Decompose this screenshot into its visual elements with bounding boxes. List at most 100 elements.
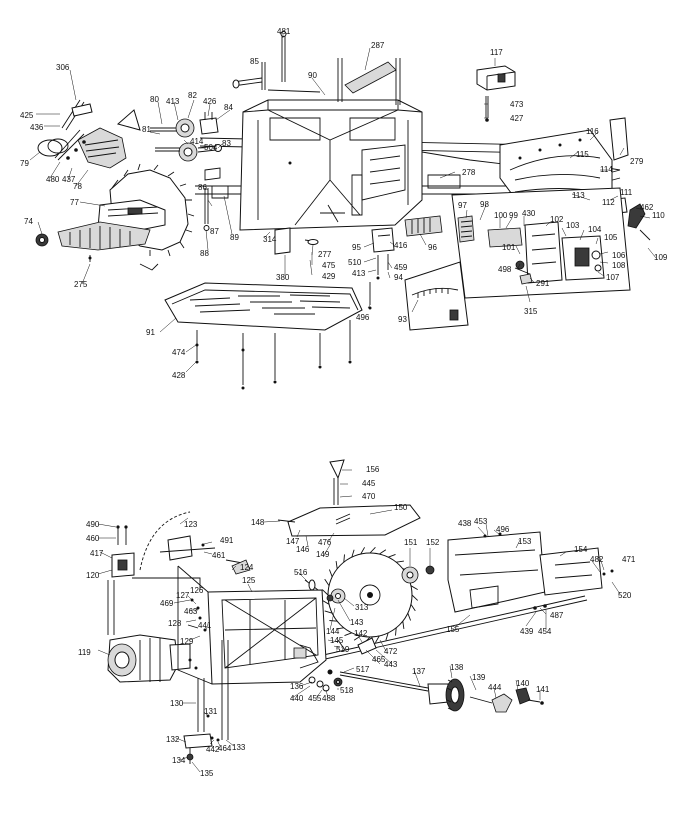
label-125: 125 [242, 576, 256, 585]
label-490: 490 [86, 520, 100, 529]
upper-assembly [29, 31, 657, 390]
label-440: 440 [290, 694, 304, 703]
label-277: 277 [318, 250, 332, 259]
label-291: 291 [536, 279, 550, 288]
label-138: 138 [450, 663, 464, 672]
label-453: 453 [474, 517, 488, 526]
label-454: 454 [538, 627, 552, 636]
label-136: 136 [290, 682, 304, 691]
label-99: 99 [509, 211, 518, 220]
label-127: 127 [176, 591, 190, 600]
label-155: 155 [446, 625, 460, 634]
label-445: 445 [362, 479, 376, 488]
label-469: 469 [160, 599, 174, 608]
bolts-481-85 [232, 31, 321, 93]
label-97: 97 [458, 201, 467, 210]
label-109: 109 [654, 253, 668, 262]
label-436: 436 [30, 123, 44, 132]
label-134: 134 [172, 756, 186, 765]
label-133: 133 [232, 743, 246, 752]
label-114: 114 [600, 165, 613, 174]
label-473: 473 [510, 100, 524, 109]
label-441: 441 [198, 621, 212, 630]
label-306: 306 [56, 63, 70, 72]
label-81: 81 [142, 125, 151, 134]
label-426: 426 [203, 97, 217, 106]
label-123: 123 [184, 520, 198, 529]
label-498: 498 [498, 265, 512, 274]
lower-saw-blade [321, 546, 419, 644]
label-87: 87 [210, 227, 219, 236]
label-517: 517 [356, 665, 370, 674]
bottom-column-130-135 [183, 640, 229, 764]
part-156-clip [329, 459, 345, 505]
label-146: 146 [296, 545, 310, 554]
label-144: 144 [326, 627, 340, 636]
label-129: 129 [180, 637, 194, 646]
label-104: 104 [588, 225, 602, 234]
label-105: 105 [604, 233, 618, 242]
label-110: 110 [652, 211, 665, 220]
label-140: 140 [516, 679, 530, 688]
label-103: 103 [566, 221, 580, 230]
label-141: 141 [536, 685, 550, 694]
label-314: 314 [263, 235, 277, 244]
left-column-bracket [107, 525, 201, 635]
label-442: 442 [206, 745, 220, 754]
label-80: 80 [150, 95, 159, 104]
label-84: 84 [224, 103, 233, 112]
label-455: 455 [308, 694, 322, 703]
upper-leader-lines [29, 34, 657, 373]
label-465: 465 [372, 655, 386, 664]
label-470: 470 [362, 492, 376, 501]
label-142: 142 [354, 629, 368, 638]
saw-blade-teeth [321, 546, 419, 644]
label-417: 417 [90, 549, 104, 558]
label-414: 414 [190, 137, 204, 146]
label-491: 491 [220, 536, 234, 545]
label-156: 156 [366, 465, 380, 474]
label-510: 510 [348, 258, 362, 267]
label-106: 106 [612, 251, 626, 260]
lower-assembly [97, 459, 621, 773]
label-85: 85 [250, 57, 259, 66]
label-120: 120 [86, 571, 100, 580]
label-128: 128 [168, 619, 182, 628]
label-74: 74 [24, 217, 33, 226]
label-111: 111 [620, 188, 633, 197]
label-476: 476 [318, 538, 332, 547]
label-98: 98 [480, 200, 489, 209]
label-278: 278 [462, 168, 476, 177]
part-287-bar [337, 58, 401, 105]
label-438: 438 [458, 519, 472, 528]
label-115: 115 [576, 150, 589, 159]
label-113: 113 [572, 191, 585, 200]
label-488: 488 [322, 694, 336, 703]
bolts-126-129 [187, 598, 207, 670]
label-482: 482 [590, 555, 604, 564]
arbor-gear-assembly [327, 669, 544, 713]
label-108: 108 [612, 261, 626, 270]
label-427: 427 [510, 114, 524, 123]
label-429: 429 [322, 272, 336, 281]
label-480: 480 [46, 175, 60, 184]
label-462: 462 [640, 203, 654, 212]
label-275: 275 [74, 280, 88, 289]
label-315: 315 [524, 307, 538, 316]
label-154: 154 [574, 545, 588, 554]
label-107: 107 [606, 273, 620, 282]
label-112: 112 [602, 198, 615, 207]
label-416: 416 [394, 241, 408, 250]
part-119-motor [107, 634, 191, 683]
label-516: 516 [294, 568, 308, 577]
label-149: 149 [316, 550, 330, 559]
label-443: 443 [384, 660, 398, 669]
blade-guard-assembly [37, 99, 141, 169]
label-137: 137 [412, 667, 426, 676]
label-124: 124 [240, 563, 254, 572]
label-126: 126 [190, 586, 204, 595]
label-518: 518 [340, 686, 354, 695]
label-313: 313 [355, 603, 369, 612]
label-77: 77 [70, 198, 79, 207]
